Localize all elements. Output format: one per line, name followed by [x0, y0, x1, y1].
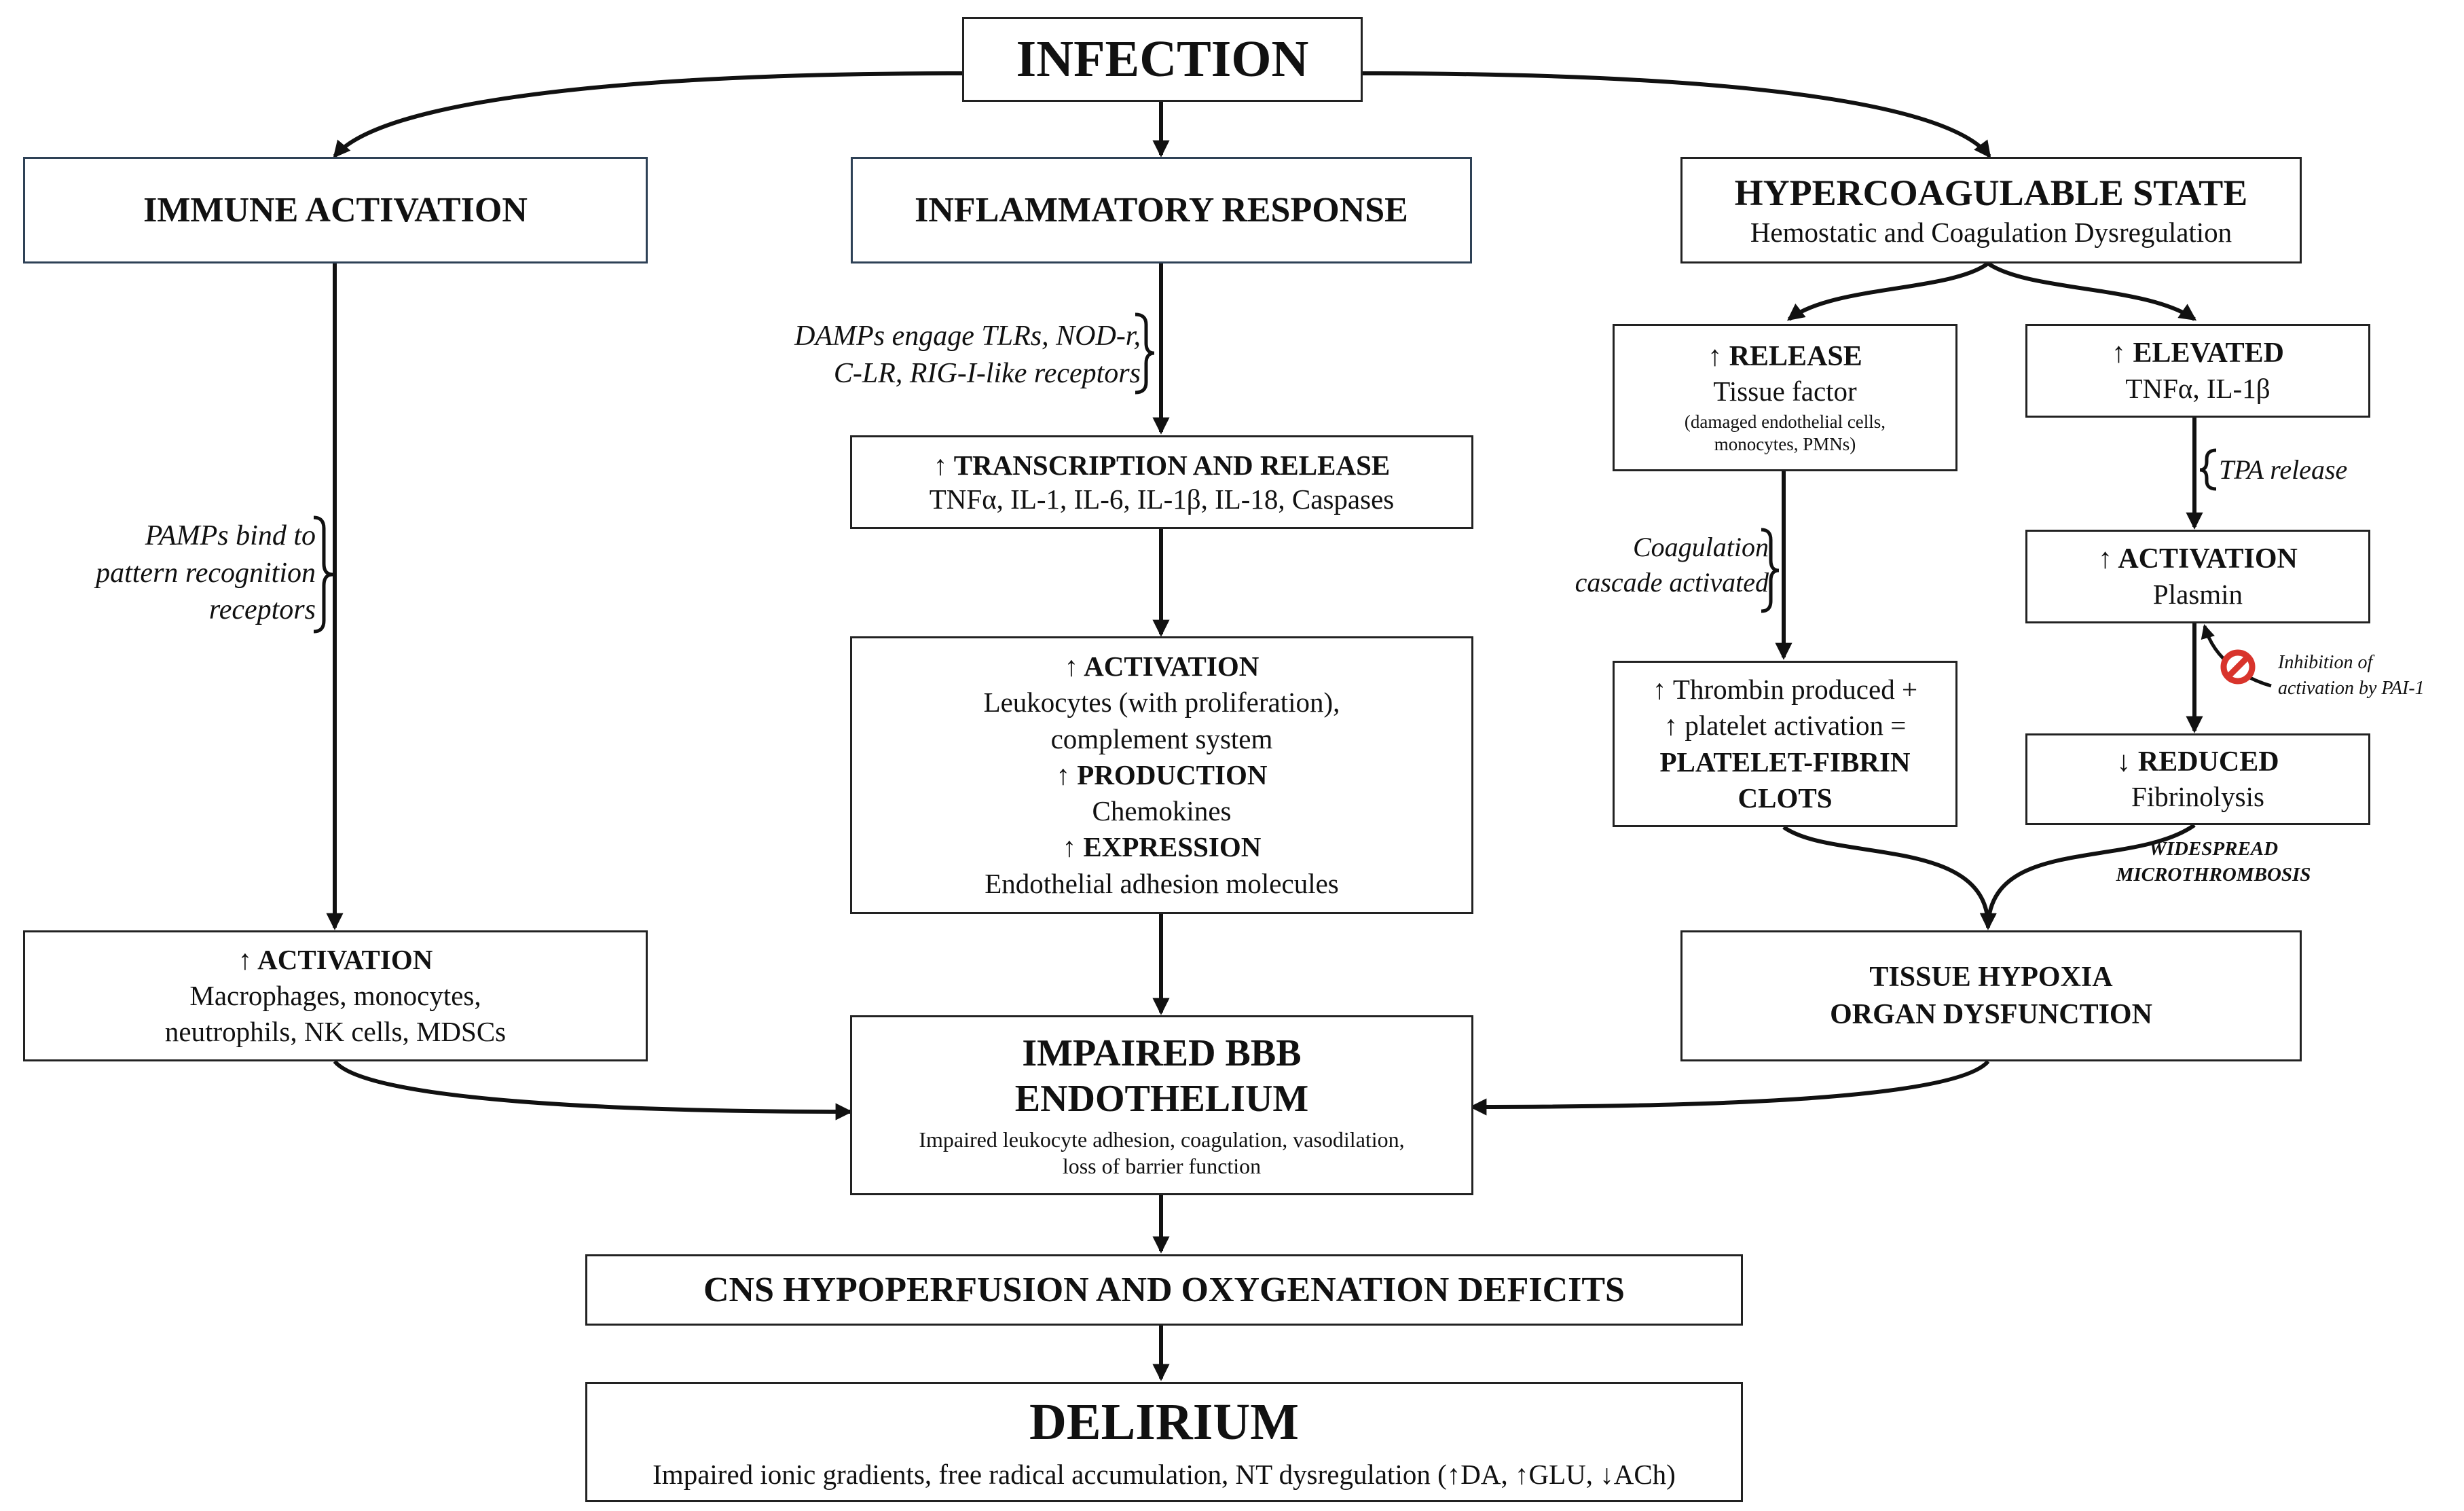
bracket-coag [1761, 528, 1780, 613]
damps-note-line: C-LR, RIG-I-like receptors [833, 357, 1141, 389]
pamps-note-line: pattern recognition [96, 557, 316, 589]
damps-note: DAMPs engage TLRs, NOD-r, C-LR, RIG-I-li… [720, 318, 1141, 392]
thrombin-line: ↑ platelet activation = [1663, 710, 1907, 742]
elevated-head: ↑ ELEVATED [2111, 338, 2285, 369]
production-head: ↑ PRODUCTION [1056, 759, 1268, 790]
bbb-title: ENDOTHELIUM [1014, 1078, 1309, 1121]
leukocyte-activation-box: ↑ ACTIVATION Leukocytes (with proliferat… [850, 636, 1473, 914]
release-head: ↑ RELEASE [1708, 340, 1862, 372]
elevated-box: ↑ ELEVATED TNFα, IL-1β [2025, 324, 2370, 418]
plasmin-box: ↑ ACTIVATION Plasmin [2025, 530, 2370, 623]
microthrombosis-line: MICROTHROMBOSIS [2116, 863, 2311, 886]
immune-activation-title: IMMUNE ACTIVATION [143, 190, 528, 230]
reduced-box: ↓ REDUCED Fibrinolysis [2025, 733, 2370, 825]
tissue-hypoxia-line: TISSUE HYPOXIA [1869, 961, 2113, 993]
inflammatory-response-box: INFLAMMATORY RESPONSE [851, 157, 1472, 263]
cns-title: CNS HYPOPERFUSION AND OXYGENATION DEFICI… [703, 1270, 1625, 1309]
coagulation-note-line: cascade activated [1575, 567, 1769, 598]
bracket-pamps [313, 515, 333, 634]
impaired-bbb-box: IMPAIRED BBB ENDOTHELIUM Impaired leukoc… [850, 1015, 1473, 1195]
arrow-hypoxia-bbb [1469, 1059, 1990, 1116]
delirium-desc: Impaired ionic gradients, free radical a… [652, 1459, 1676, 1491]
release-small: monocytes, PMNs) [1714, 434, 1856, 455]
tpa-note-text: TPA release [2219, 454, 2348, 485]
activation-head: ↑ ACTIVATION [1064, 650, 1259, 682]
no-entry-icon [2220, 649, 2256, 685]
microthrombosis-note: WIDESPREAD MICROTHROMBOSIS [2098, 837, 2329, 888]
plasmin-head: ↑ ACTIVATION [2098, 543, 2298, 575]
thrombin-line: ↑ Thrombin produced + [1652, 673, 1918, 705]
production-line: Chemokines [1092, 795, 1232, 827]
immune-activation-box: IMMUNE ACTIVATION [23, 157, 648, 263]
delirium-title: DELIRIUM [1029, 1393, 1299, 1451]
bbb-desc: loss of barrier function [1062, 1153, 1262, 1178]
cns-hypoperfusion-box: CNS HYPOPERFUSION AND OXYGENATION DEFICI… [585, 1254, 1743, 1326]
release-line: Tissue factor [1713, 376, 1857, 407]
activation-line: Leukocytes (with proliferation), [983, 687, 1340, 718]
coagulation-note: Coagulation cascade activated [1494, 530, 1769, 600]
bbb-title: IMPAIRED BBB [1022, 1032, 1302, 1075]
bracket-damps [1135, 312, 1155, 395]
expression-line: Endothelial adhesion molecules [985, 867, 1339, 899]
hypercoagulable-box: HYPERCOAGULABLE STATE Hemostatic and Coa… [1680, 157, 2302, 263]
pai-note: Inhibition of activation by PAI-1 [2278, 650, 2463, 702]
pamps-note: PAMPs bind to pattern recognition recept… [54, 517, 316, 629]
arrow-reduced-hypoxia [1986, 823, 2196, 928]
arrow-infection-hyper [1362, 71, 1991, 159]
arrow-hyper-release [1787, 261, 1989, 321]
infection-box: INFECTION [962, 17, 1363, 102]
immune-cells-box: ↑ ACTIVATION Macrophages, monocytes, neu… [23, 930, 648, 1061]
coagulation-note-line: Coagulation [1632, 532, 1769, 562]
inflammatory-response-title: INFLAMMATORY RESPONSE [915, 190, 1408, 230]
hypercoagulable-title: HYPERCOAGULABLE STATE [1734, 172, 2248, 213]
bracket-tpa [2199, 448, 2217, 491]
transcription-line: TNFα, IL-1, IL-6, IL-1β, IL-18, Caspases [929, 484, 1395, 515]
pai-note-line: activation by PAI-1 [2278, 677, 2425, 699]
reduced-line: Fibrinolysis [2131, 781, 2264, 813]
elevated-line: TNFα, IL-1β [2125, 372, 2270, 404]
pamps-note-line: receptors [208, 594, 316, 626]
pamps-note-line: PAMPs bind to [145, 520, 316, 551]
release-small: (damaged endothelial cells, [1684, 412, 1886, 433]
thrombin-box: ↑ Thrombin produced + ↑ platelet activat… [1613, 661, 1957, 827]
arrow-hyper-elevated [1987, 261, 2197, 321]
activation-line: complement system [1050, 723, 1273, 754]
immune-cells-head: ↑ ACTIVATION [238, 943, 433, 975]
tissue-hypoxia-box: TISSUE HYPOXIA ORGAN DYSFUNCTION [1680, 930, 2302, 1061]
arrow-immune-bbb [333, 1060, 853, 1121]
infection-title: INFECTION [1016, 31, 1309, 88]
microthrombosis-line: WIDESPREAD [2148, 838, 2279, 860]
immune-cells-line: Macrophages, monocytes, [189, 979, 481, 1011]
hypercoagulable-subtitle: Hemostatic and Coagulation Dysregulation [1750, 217, 2232, 249]
plasmin-line: Plasmin [2152, 578, 2243, 610]
bbb-desc: Impaired leukocyte adhesion, coagulation… [919, 1127, 1405, 1152]
tpa-note: TPA release [2219, 452, 2423, 488]
release-box: ↑ RELEASE Tissue factor (damaged endothe… [1613, 324, 1957, 471]
transcription-box: ↑ TRANSCRIPTION AND RELEASE TNFα, IL-1, … [850, 435, 1473, 529]
thrombin-bold: CLOTS [1737, 782, 1833, 814]
immune-cells-line: neutrophils, NK cells, MDSCs [164, 1016, 507, 1048]
expression-head: ↑ EXPRESSION [1062, 831, 1262, 863]
reduced-head: ↓ REDUCED [2116, 746, 2279, 778]
transcription-head: ↑ TRANSCRIPTION AND RELEASE [933, 449, 1391, 481]
damps-note-line: DAMPs engage TLRs, NOD-r, [794, 321, 1141, 352]
delirium-box: DELIRIUM Impaired ionic gradients, free … [585, 1382, 1743, 1502]
arrow-infection-immune [333, 71, 963, 158]
pai-note-line: Inhibition of [2278, 652, 2373, 673]
organ-dysfunction-line: ORGAN DYSFUNCTION [1830, 998, 2152, 1030]
arrow-thrombin-hypoxia [1782, 825, 1997, 930]
thrombin-bold: PLATELET-FIBRIN [1659, 746, 1911, 778]
